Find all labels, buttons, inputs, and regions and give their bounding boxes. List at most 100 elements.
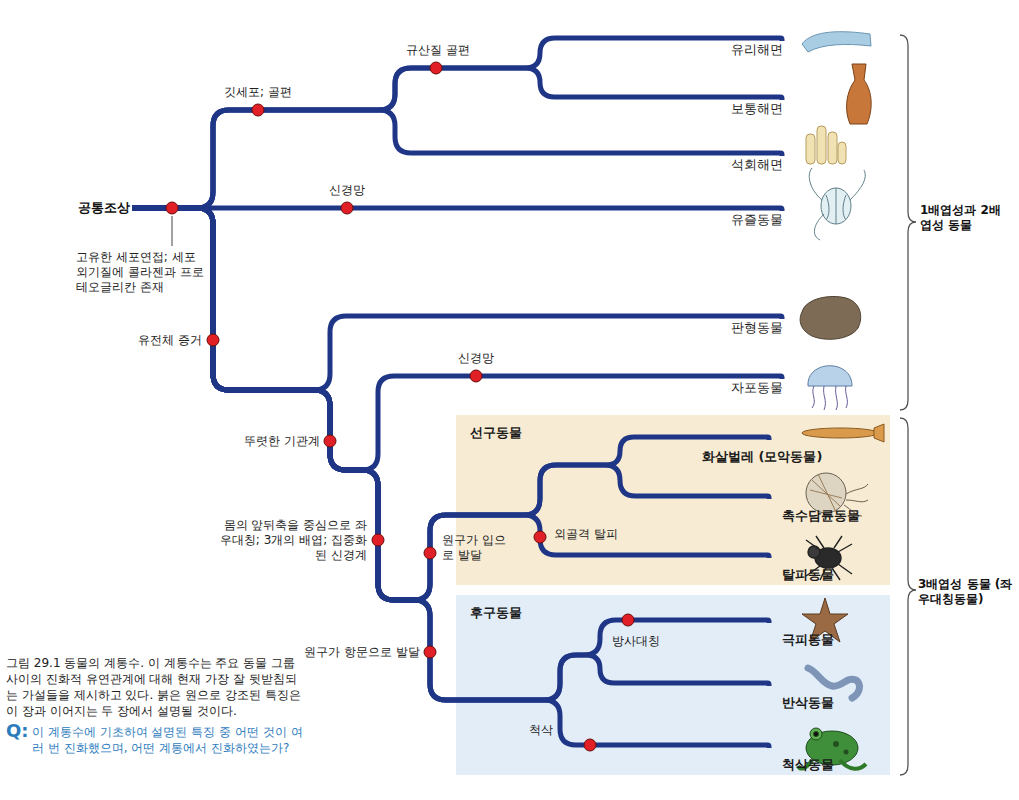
question-text: 이 계통수에 기초하여 설명된 특징 중 어떤 것이 여러 번 진화했으며, 어… bbox=[32, 724, 304, 756]
demosponge-icon bbox=[847, 64, 872, 124]
character-label: 신경망 bbox=[329, 183, 365, 198]
tree-branch bbox=[132, 208, 782, 390]
character-label: 규산질 골편 bbox=[406, 43, 470, 58]
taxon-name: 촉수담륜동물 bbox=[782, 508, 860, 524]
glass-sponge-icon bbox=[802, 32, 871, 52]
character-label: 외골격 탈피 bbox=[554, 527, 618, 542]
taxon-label: 석회해면 bbox=[729, 156, 785, 174]
nautilus-icon bbox=[806, 473, 846, 513]
taxon-name: 척삭동물 bbox=[782, 757, 834, 773]
clade-band-fill bbox=[456, 415, 890, 585]
tree-branch bbox=[132, 208, 769, 700]
character-label: 방사대칭 bbox=[612, 634, 660, 649]
calcareous-sponge-icon bbox=[828, 132, 837, 164]
ctenophore-icon bbox=[809, 168, 865, 240]
tree-branch bbox=[132, 208, 782, 470]
placozoan-icon bbox=[800, 297, 861, 340]
taxon-name: 보통해면 bbox=[731, 101, 783, 117]
taxon-label: 유즐동물 bbox=[729, 211, 785, 229]
character-dot bbox=[324, 435, 336, 447]
ctenophore-icon bbox=[821, 188, 851, 224]
ancestor-label: 공통조상 bbox=[76, 199, 132, 217]
taxon-name: 반삭동물 bbox=[782, 695, 834, 711]
taxon-label: 화살벌레 (모악동물) bbox=[688, 440, 772, 442]
character-dot bbox=[252, 104, 264, 116]
character-label: 몸의 앞뒤축을 중심으로 좌우대칭; 3개의 배엽; 집중화된 신경계 bbox=[217, 518, 367, 563]
tree-branch bbox=[132, 208, 769, 700]
placozoan-icon bbox=[800, 297, 861, 340]
calcareous-sponge-icon bbox=[806, 134, 815, 164]
clade-band: 후구동물극피동물반삭동물척삭동물 bbox=[456, 595, 890, 775]
jellyfish-icon bbox=[808, 366, 852, 410]
character-dot bbox=[372, 534, 384, 546]
character-dot bbox=[207, 334, 219, 346]
group-bracket bbox=[900, 35, 916, 410]
arrow-worm-icon bbox=[802, 428, 878, 438]
character-label: 원구가 항문으로 발달 bbox=[304, 645, 420, 660]
character-dot bbox=[424, 547, 436, 559]
character-label: 깃세포; 골편 bbox=[224, 85, 292, 100]
group-bracket bbox=[900, 35, 916, 775]
character-dot bbox=[470, 370, 482, 382]
acorn-worm-icon bbox=[808, 668, 859, 698]
character-label: 1배엽성과 2배엽성 동물 bbox=[920, 203, 1012, 233]
taxon-label: 판형동물 bbox=[729, 319, 785, 337]
taxon-label: 척삭동물 bbox=[768, 748, 772, 750]
figure-caption: 그림 29.1 동물의 계통수. 이 계통수는 주요 동물 그룹 사이의 진화적… bbox=[6, 655, 306, 719]
taxon-label: 유리해면 bbox=[729, 41, 785, 59]
ctenophore-icon bbox=[826, 188, 846, 224]
frog-icon bbox=[833, 741, 839, 747]
character-label: 신경망 bbox=[458, 351, 494, 366]
question-mark: Q: bbox=[6, 721, 29, 741]
tree-branch bbox=[132, 68, 782, 208]
taxon-name: 유리해면 bbox=[731, 42, 783, 58]
calcareous-sponge-icon bbox=[806, 126, 846, 164]
taxon-name: 화살벌레 (모악동물) bbox=[702, 449, 822, 465]
taxon-name: 석회해면 bbox=[731, 157, 783, 173]
tree-branch bbox=[132, 38, 782, 208]
character-label: 3배엽성 동물 (좌우대칭동물) bbox=[918, 577, 1014, 607]
glass-sponge-icon bbox=[802, 32, 871, 52]
character-dot bbox=[341, 202, 353, 214]
taxon-label: 반삭동물 bbox=[768, 686, 772, 688]
leader-line bbox=[172, 216, 173, 246]
tree-branch bbox=[132, 208, 769, 600]
taxon-label: 극피동물 bbox=[768, 623, 772, 625]
group-bracket bbox=[900, 418, 916, 775]
band-heading: 후구동물 bbox=[470, 604, 522, 622]
frog-icon bbox=[810, 728, 822, 740]
taxon-label: 자포동물 bbox=[729, 379, 785, 397]
taxon-name: 자포동물 bbox=[731, 380, 783, 396]
taxon-name: 공통조상 bbox=[78, 200, 130, 216]
arrow-worm-icon bbox=[874, 424, 884, 442]
acorn-worm-icon bbox=[808, 668, 859, 698]
tree-branch bbox=[132, 110, 782, 208]
jellyfish-icon bbox=[812, 386, 847, 410]
tree-branch bbox=[132, 208, 782, 211]
clade-band-fill bbox=[456, 415, 890, 775]
character-label: 유전체 증거 bbox=[138, 333, 202, 348]
taxon-name: 유즐동물 bbox=[731, 212, 783, 228]
character-dot bbox=[534, 531, 546, 543]
leader-line bbox=[172, 216, 173, 246]
band-heading: 선구동물 bbox=[470, 424, 522, 442]
ctenophore-icon bbox=[809, 168, 865, 240]
taxon-name: 판형동물 bbox=[731, 320, 783, 336]
frog-icon bbox=[814, 732, 819, 737]
calcareous-sponge-icon bbox=[817, 126, 826, 164]
arthropod-icon bbox=[808, 546, 820, 558]
character-dot bbox=[430, 62, 442, 74]
character-label: 뚜렷한 기관계 bbox=[244, 434, 320, 449]
character-label: 고유한 세포연접; 세포외기질에 콜라젠과 프로테오글리칸 존재 bbox=[76, 250, 206, 295]
calcareous-sponge-icon bbox=[838, 142, 846, 164]
character-dot bbox=[622, 614, 634, 626]
arrow-worm-icon bbox=[802, 424, 884, 442]
character-dot bbox=[584, 739, 596, 751]
tree-branch bbox=[132, 208, 769, 600]
frog-icon bbox=[844, 750, 849, 755]
demosponge-icon bbox=[847, 64, 872, 124]
nautilus-icon bbox=[810, 474, 842, 512]
character-dot bbox=[166, 62, 634, 751]
jellyfish-icon bbox=[808, 366, 852, 386]
taxon-label: 촉수담륜동물 bbox=[768, 499, 772, 501]
